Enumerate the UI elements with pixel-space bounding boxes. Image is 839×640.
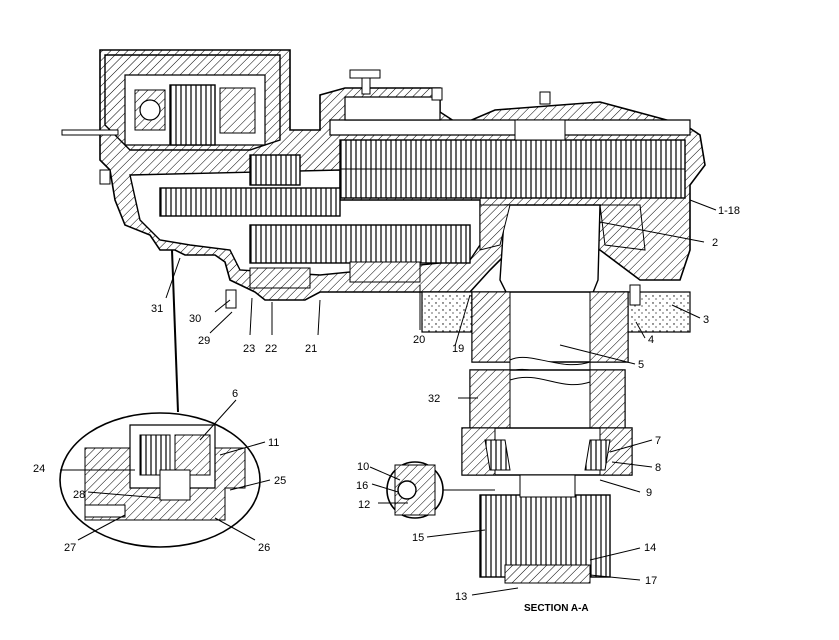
callout-27: 27 <box>64 542 76 554</box>
callout-28: 28 <box>73 489 85 501</box>
callout-5: 5 <box>638 359 644 371</box>
callout-12: 12 <box>358 499 370 511</box>
callout-16: 16 <box>356 480 368 492</box>
callout-11: 11 <box>268 437 279 449</box>
callout-25: 25 <box>274 475 286 487</box>
callout-23: 23 <box>243 343 255 355</box>
input-gear-cluster <box>159 154 471 289</box>
callout-22: 22 <box>265 343 277 355</box>
callout-3: 3 <box>703 314 709 326</box>
callout-9: 9 <box>646 487 652 499</box>
output-shaft-assembly <box>225 119 691 584</box>
callout-10: 10 <box>357 461 369 473</box>
callout-14: 14 <box>644 542 656 554</box>
callout-8: 8 <box>655 462 661 474</box>
callout-6: 6 <box>232 388 238 400</box>
callout-4: 4 <box>648 334 654 346</box>
callout-labels: 1-18 2 3 4 5 6 7 8 9 10 11 12 13 14 15 1… <box>33 205 740 614</box>
callout-21: 21 <box>305 343 317 355</box>
callout-1-18: 1-18 <box>718 205 740 217</box>
callout-30: 30 <box>189 313 201 325</box>
callout-24: 24 <box>33 463 45 475</box>
callout-15: 15 <box>412 532 424 544</box>
callout-19: 19 <box>452 343 464 355</box>
leader-lines <box>60 199 717 596</box>
callout-29: 29 <box>198 335 210 347</box>
callout-2: 2 <box>712 237 718 249</box>
callout-31: 31 <box>151 303 163 315</box>
callout-17: 17 <box>645 575 657 587</box>
callout-7: 7 <box>655 435 661 447</box>
upper-idler-gear <box>339 139 686 199</box>
section-caption: SECTION A-A <box>524 603 589 614</box>
callout-20: 20 <box>413 334 425 346</box>
callout-32: 32 <box>428 393 440 405</box>
callout-13: 13 <box>455 591 467 603</box>
callout-26: 26 <box>258 542 270 554</box>
